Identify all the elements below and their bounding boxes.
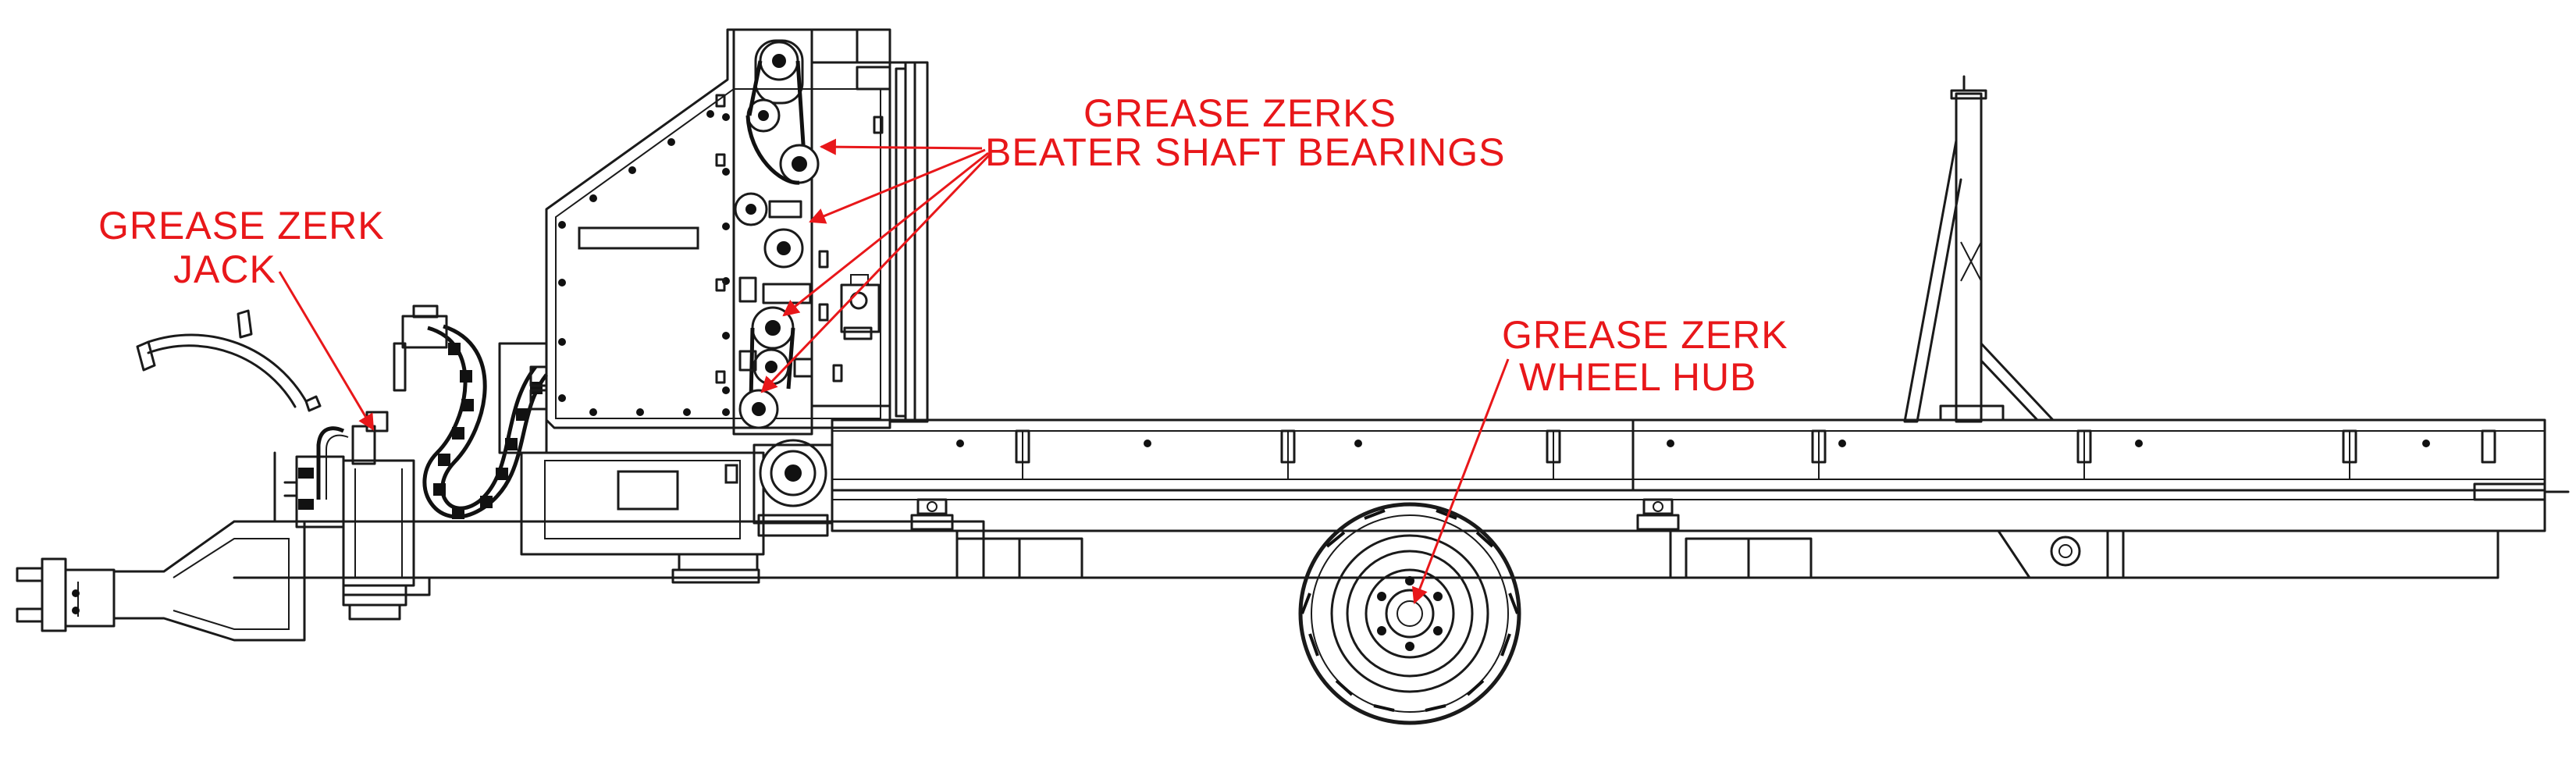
callout-hub-line1: GREASE ZERK	[1502, 313, 1788, 357]
callout-jack-line1: GREASE ZERK	[98, 204, 385, 247]
hose-arc-guard	[136, 309, 322, 523]
callout-hub-leader	[1411, 358, 1510, 604]
callout-beater: GREASE ZERKS BEATER SHAFT BEARINGS	[760, 91, 1506, 393]
wheel-assembly	[1298, 502, 1521, 725]
callout-beater-line1: GREASE ZERKS	[1083, 91, 1397, 135]
callout-beater-line2: BEATER SHAFT BEARINGS	[985, 130, 1506, 174]
side-valve-bracket	[840, 274, 881, 340]
callout-jack-line2: JACK	[173, 247, 276, 291]
drive-sprockets	[734, 39, 834, 537]
callout-beater-leader-3	[782, 151, 989, 317]
cable-carrier-chain	[393, 304, 548, 519]
callout-beater-leader-4	[760, 153, 991, 393]
callout-jack: GREASE ZERK JACK	[98, 204, 385, 431]
callout-hub: GREASE ZERK WHEEL HUB	[1411, 313, 1788, 604]
callout-jack-leader	[278, 271, 375, 431]
main-frame	[233, 418, 2570, 596]
hitch-tongue	[16, 520, 306, 642]
callout-hub-line2: WHEEL HUB	[1519, 355, 1756, 399]
callout-beater-leader-2	[809, 148, 986, 224]
callout-beater-leader-1	[819, 138, 983, 155]
rear-upright-frame	[1903, 75, 2055, 423]
